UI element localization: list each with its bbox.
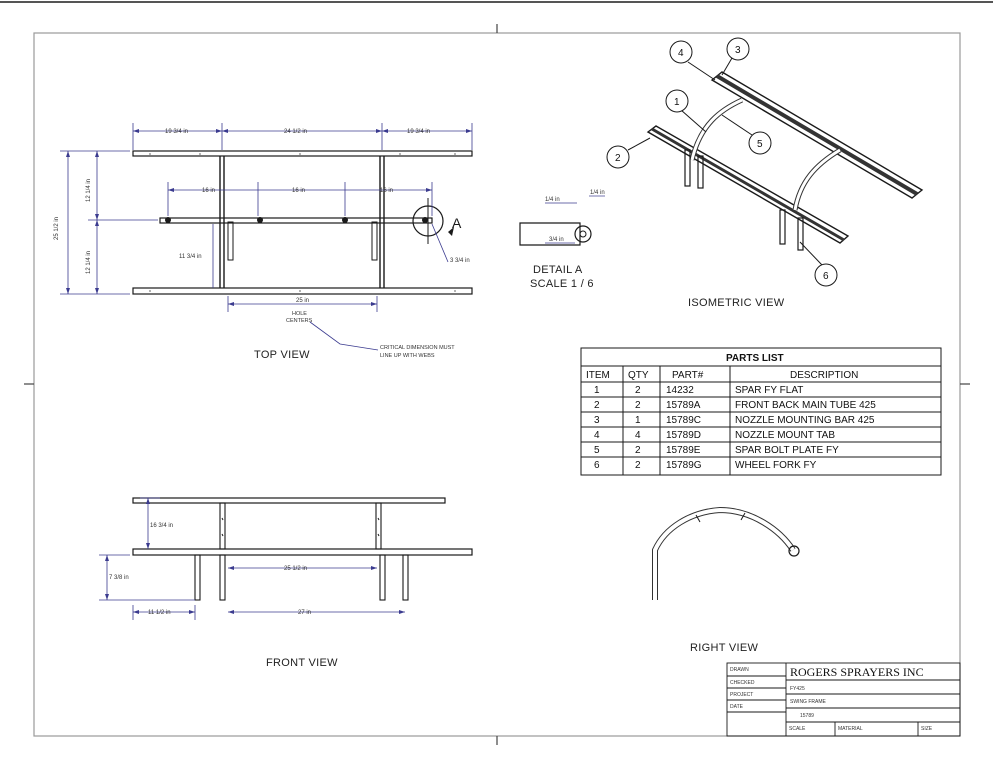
header-description: DESCRIPTION [790, 370, 858, 381]
parts-list-cell: NOZZLE MOUNT TAB [735, 430, 835, 441]
dim-mid-3: 16 in [380, 188, 393, 194]
top-view-label: TOP VIEW [254, 349, 310, 361]
dim-mid-2: 16 in [292, 188, 305, 194]
drawing-part-number: 15789 [800, 713, 814, 719]
tb-label-material: MATERIAL [838, 726, 863, 732]
dim-left-1: 12 1/4 in [86, 179, 92, 202]
top-rail-upper [132, 150, 473, 157]
parts-list-cell: SPAR FY FLAT [735, 385, 803, 396]
parts-list-title: PARTS LIST [726, 353, 784, 364]
header-qty: QTY [628, 370, 649, 381]
parts-list-cell: 4 [635, 430, 641, 441]
balloons [606, 37, 838, 287]
dim-top-3: 19 3/4 in [407, 129, 430, 135]
balloon-5: 5 [757, 139, 763, 150]
right-view-label: RIGHT VIEW [690, 642, 759, 654]
drawing-title: FY425 [790, 686, 805, 692]
parts-list-cell: 15789E [666, 445, 701, 456]
front-dim-2: 7 3/8 in [109, 575, 129, 581]
top-view-drawing [132, 150, 473, 295]
critical-note-2: LINE UP WITH WEBS [380, 353, 435, 359]
balloon-3: 3 [735, 45, 741, 56]
parts-list-cell: 2 [635, 385, 641, 396]
detail-dim-2: 1/4 in [590, 190, 605, 196]
critical-note-1: CRITICAL DIMENSION MUST [380, 345, 455, 351]
parts-list-cell: NOZZLE MOUNTING BAR 425 [735, 415, 875, 426]
title-block [726, 662, 961, 737]
isometric-view-label: ISOMETRIC VIEW [688, 297, 785, 309]
dim-top-1: 19 3/4 in [165, 129, 188, 135]
balloon-4: 4 [678, 48, 684, 59]
dim-mid-1: 16 in [202, 188, 215, 194]
detail-dim-1: 1/4 in [545, 197, 560, 203]
top-view-dimensions [60, 123, 473, 351]
tb-label-date: DATE [730, 704, 744, 710]
dim-hole-centers: 25 in [296, 298, 309, 304]
parts-list-cell: 2 [594, 400, 600, 411]
dim-left-2: 12 1/4 in [86, 251, 92, 274]
header-item: ITEM [586, 370, 610, 381]
front-dim-5: 27 in [298, 610, 311, 616]
detail-a-drawing [519, 195, 605, 246]
parts-list-table [580, 347, 942, 476]
drawing-subtitle: SWING FRAME [790, 699, 826, 705]
hole-centers-note-1: HOLE [292, 311, 307, 317]
nozzle-bar [159, 217, 433, 224]
parts-list-cell: WHEEL FORK FY [735, 460, 817, 471]
parts-list-cell: FRONT BACK MAIN TUBE 425 [735, 400, 876, 411]
parts-list-cell: 2 [635, 460, 641, 471]
front-view-drawing [132, 497, 473, 601]
hole-centers-note-2: CENTERS [286, 318, 313, 324]
header-part-number: PART# [672, 370, 704, 381]
balloon-1: 1 [674, 97, 680, 108]
front-view-label: FRONT VIEW [266, 657, 338, 669]
company-name: ROGERS SPRAYERS INC [790, 665, 924, 679]
parts-list-cell: 3 [594, 415, 600, 426]
dim-inner: 11 3/4 in [179, 254, 202, 260]
detail-dim-3: 3/4 in [549, 237, 564, 243]
parts-list-cell: 15789A [666, 400, 701, 411]
top-rail-lower [132, 287, 473, 295]
balloon-6: 6 [823, 271, 829, 282]
parts-list-cell: 6 [594, 460, 600, 471]
dim-top-2: 24 1/2 in [284, 129, 307, 135]
front-dim-1: 16 3/4 in [150, 523, 173, 529]
parts-list-cell: 5 [594, 445, 600, 456]
parts-list-cell: 15789G [666, 460, 702, 471]
tb-label-size: SIZE [921, 726, 933, 732]
front-dim-3: 25 1/2 in [284, 566, 307, 572]
dim-overall-height: 25 1/2 in [54, 217, 60, 240]
balloon-2: 2 [615, 153, 621, 164]
tb-label-scale: SCALE [789, 726, 806, 732]
front-dim-4: 11 1/2 in [148, 610, 171, 616]
parts-list-cell: SPAR BOLT PLATE FY [735, 445, 839, 456]
parts-list-cell: 1 [594, 385, 600, 396]
right-view-drawing [652, 506, 800, 600]
front-view-dimensions [99, 497, 405, 620]
tb-label-drawn: DRAWN [730, 667, 749, 673]
parts-list-cell: 14232 [666, 385, 694, 396]
parts-list-cell: 15789C [666, 415, 701, 426]
parts-list-cell: 2 [635, 445, 641, 456]
zone-ticks [24, 24, 970, 745]
tb-label-checked: CHECKED [730, 680, 755, 686]
isometric-drawing [646, 71, 924, 251]
dim-right: 3 3/4 in [450, 258, 470, 264]
parts-list-cell: 1 [635, 415, 641, 426]
detail-marker: A [452, 215, 462, 231]
parts-list-cell: 15789D [666, 430, 701, 441]
parts-list-cell: 4 [594, 430, 600, 441]
detail-a-scale: SCALE 1 / 6 [530, 278, 594, 290]
tb-label-project: PROJECT [730, 692, 753, 698]
parts-list-cell: 2 [635, 400, 641, 411]
detail-a-label: DETAIL A [533, 264, 583, 276]
